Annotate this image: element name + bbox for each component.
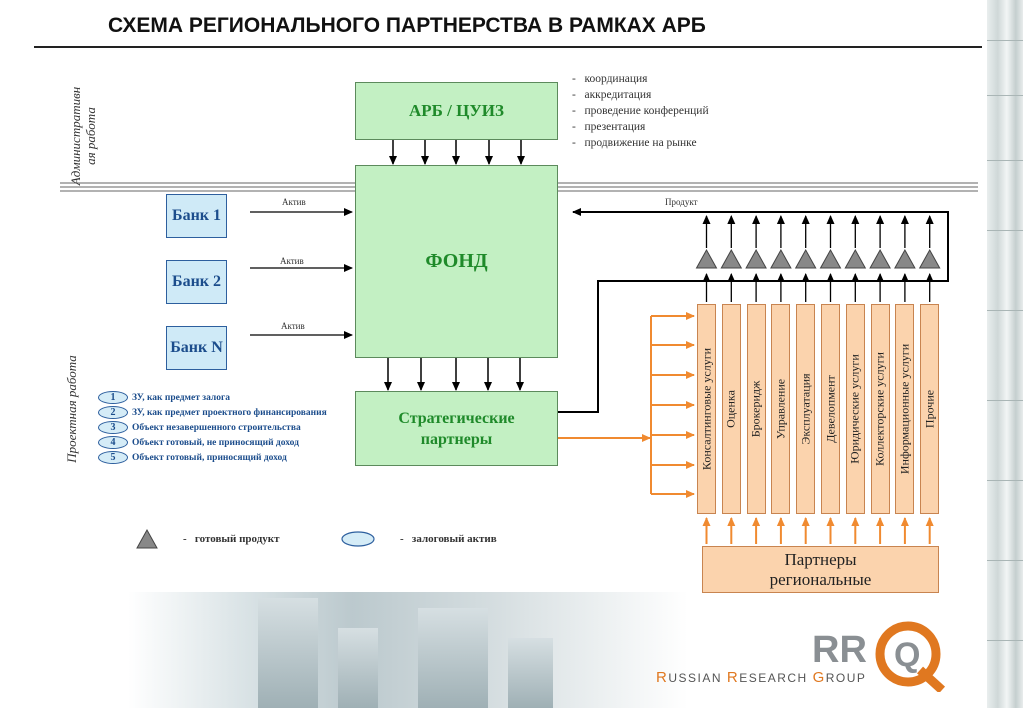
function-item: - проведение конференций [572, 105, 709, 117]
object-number-badge: 1 [98, 391, 128, 404]
service-label: Прочие [922, 389, 937, 429]
bank-box-1: Банк 1 [166, 194, 227, 238]
object-type-text: Объект готовый, не приносящий доход [132, 437, 299, 448]
side-building-decoration [987, 0, 1023, 708]
project-section-label: Проектная работа [64, 355, 79, 463]
product-triangle [720, 248, 743, 269]
strategic-partners-box: Стратегические партнеры [355, 391, 558, 466]
object-type-item: 3 Объект незавершенного строительства [98, 421, 301, 434]
service-column: Коллекторские услуги [870, 304, 890, 514]
legend-triangle-label: - готовый продукт [183, 533, 280, 545]
product-triangle [869, 248, 891, 269]
product-triangle [819, 248, 842, 269]
service-label: Управление [773, 378, 788, 440]
service-label: Информационные услуги [897, 343, 912, 475]
asset-arrow-label: Актив [280, 256, 304, 266]
service-label: Девелопмент [823, 375, 837, 443]
service-label: Эксплуатация [798, 373, 813, 445]
service-label: Коллекторские услуги [872, 352, 887, 466]
page-title: СХЕМА РЕГИОНАЛЬНОГО ПАРТНЕРСТВА В РАМКАХ… [108, 14, 706, 37]
object-type-item: 5 Объект готовый, приносящий доход [98, 451, 287, 464]
service-column: Информационные услуги [895, 304, 915, 514]
service-column: Брокеридж [746, 304, 766, 514]
service-column: Прочие [920, 304, 940, 514]
legend-triangle [136, 528, 158, 549]
object-type-text: ЗУ, как предмет залога [132, 392, 231, 403]
svg-text:Q: Q [894, 636, 920, 674]
bank-label: Банк N [170, 339, 223, 356]
legend-ellipse-label: - залоговый актив [400, 533, 497, 545]
service-label: Юридические услуги [847, 354, 862, 464]
strategic-label-line: Стратегические [398, 409, 515, 427]
bank-box-n: Банк N [166, 326, 227, 370]
asset-arrow-label: Актив [281, 321, 305, 331]
object-type-text: Объект готовый, приносящий доход [132, 452, 287, 463]
company-logo: RR Q [812, 621, 946, 692]
product-triangle [918, 248, 941, 269]
function-item: - продвижение на рынке [572, 137, 697, 149]
strategic-label-line: партнеры [420, 430, 493, 448]
service-column: Управление [771, 304, 791, 514]
product-triangle [695, 248, 718, 269]
company-name: RUSSIAN RESEARCH GROUP [656, 669, 867, 686]
service-label: Оценка [723, 390, 738, 428]
object-type-text: ЗУ, как предмет проектного финансировани… [132, 407, 327, 418]
service-column: Девелопмент [821, 304, 840, 514]
product-arrow-label: Продукт [665, 197, 698, 207]
service-column: Консалтинговые услуги [697, 304, 716, 514]
object-type-text: Объект незавершенного строительства [132, 422, 301, 433]
fund-box-label: ФОНД [425, 250, 488, 272]
bank-label: Банк 2 [171, 273, 221, 290]
bank-label: Банк 1 [171, 207, 221, 224]
service-column: Оценка [721, 304, 741, 514]
product-triangle [745, 248, 767, 269]
function-item: - координация [572, 73, 648, 85]
object-type-item: 2 ЗУ, как предмет проектного финансирован… [98, 406, 327, 419]
object-number-badge: 3 [98, 421, 128, 434]
service-label: Консалтинговые услуги [699, 347, 713, 471]
object-type-item: 4 Объект готовый, не приносящий доход [98, 436, 299, 449]
title-divider [34, 46, 982, 48]
service-column: Юридические услуги [845, 304, 865, 514]
object-number-badge: 2 [98, 406, 128, 419]
product-triangle [794, 248, 817, 269]
product-triangle [894, 248, 916, 269]
object-number-badge: 4 [98, 436, 128, 449]
product-triangle [770, 248, 792, 269]
legend-ellipse [341, 531, 375, 547]
service-label: Брокеридж [748, 380, 763, 438]
object-number-badge: 5 [98, 451, 128, 464]
regional-partners-line: региональные [769, 569, 872, 589]
svg-text:RR: RR [812, 629, 867, 671]
asset-arrow-label: Актив [282, 197, 306, 207]
regional-partners-box: Партнеры региональные [702, 546, 939, 593]
fund-box: ФОНД [355, 165, 558, 358]
product-triangle [844, 248, 867, 269]
service-column: Эксплуатация [796, 304, 816, 514]
bottom-cityscape-decoration [128, 592, 688, 708]
function-item: - презентация [572, 121, 646, 133]
bank-box-2: Банк 2 [166, 260, 227, 304]
regional-partners-line: Партнеры [784, 549, 857, 569]
arb-box-label: АРБ / ЦУИЗ [408, 101, 505, 120]
object-type-item: 1 ЗУ, как предмет залога [98, 391, 230, 404]
function-item: - аккредитация [572, 89, 652, 101]
arb-box: АРБ / ЦУИЗ [355, 82, 558, 140]
